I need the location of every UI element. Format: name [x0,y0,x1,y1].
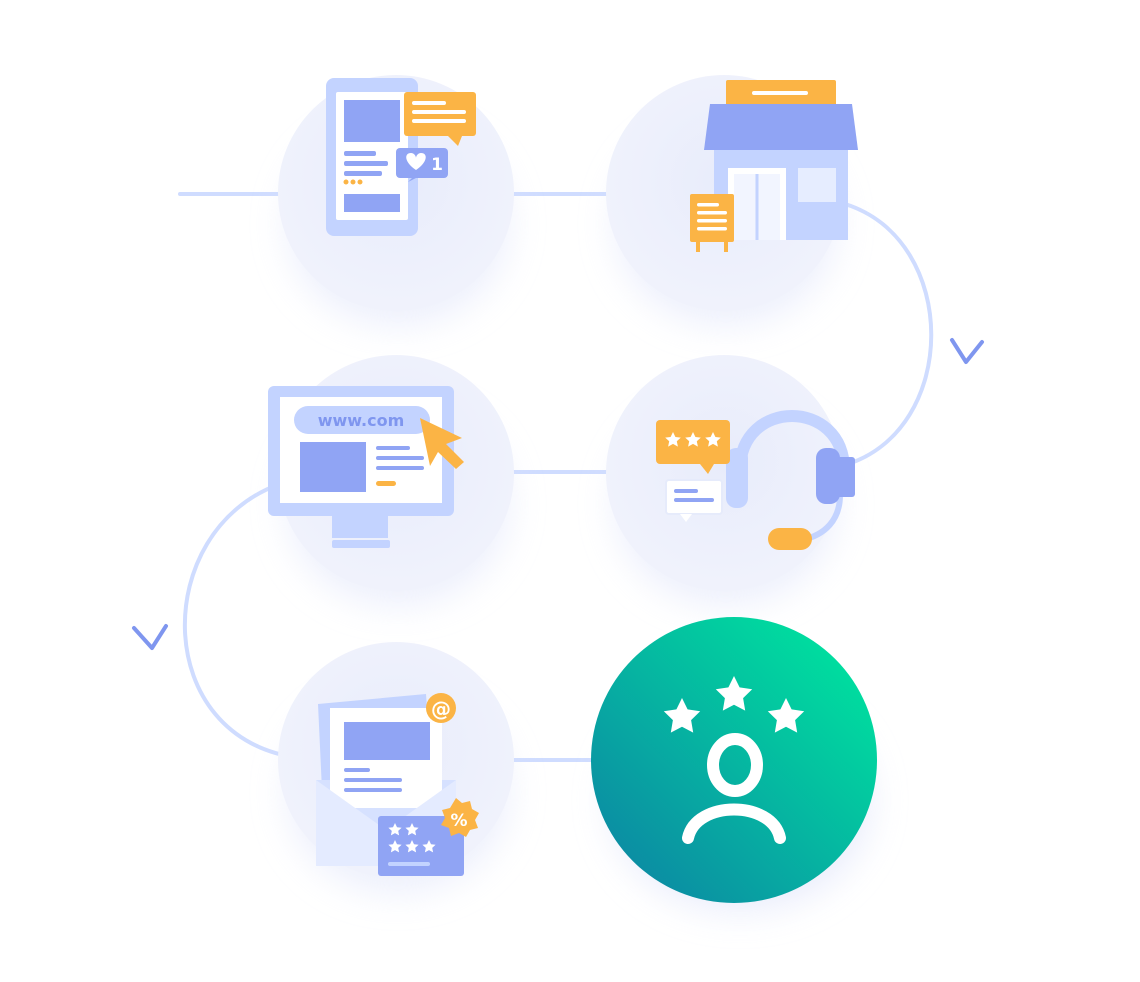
url-text: www.com [318,411,405,430]
monitor-website-icon: www.com [268,386,464,548]
arrow-down-right-icon [950,296,984,364]
user-icon [682,733,786,844]
customer-rating-icon [663,676,805,844]
email-offer-icon: @ % [316,693,479,876]
connector-right-curve [843,202,934,467]
step-customer [591,617,877,910]
arrow-down-left-icon [132,580,168,650]
connector-left-curve [182,482,302,760]
step-support [606,355,842,604]
headset-support-icon [656,410,855,550]
phone-social-icon: 1 [326,78,476,236]
rating-stars [663,676,805,733]
like-count: 1 [431,155,443,175]
storefront-icon [690,80,858,252]
at-symbol: @ [431,697,451,721]
discount-symbol: % [450,811,467,831]
